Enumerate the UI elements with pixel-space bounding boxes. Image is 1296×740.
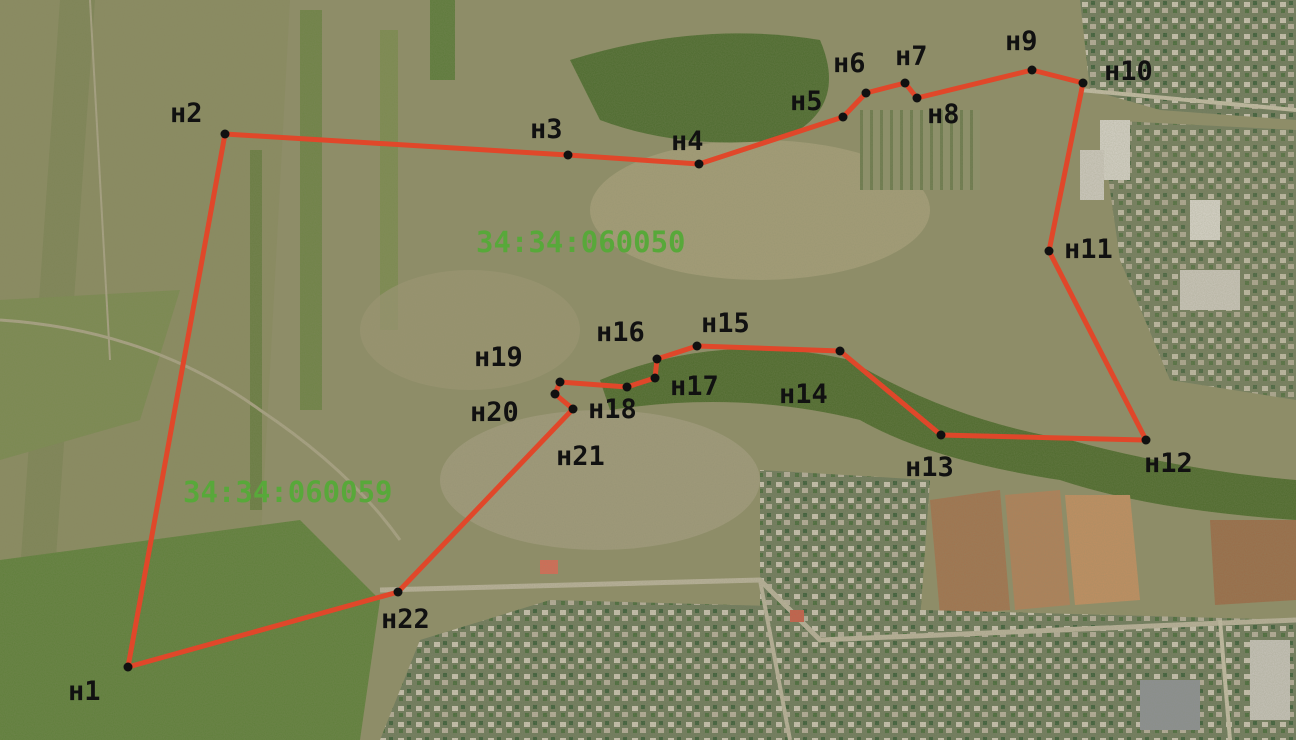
boundary-vertices (123, 65, 1151, 672)
vertex-marker-21[interactable] (568, 404, 578, 414)
vertex-label-5: н5 (790, 86, 823, 117)
vertex-marker-19[interactable] (555, 377, 565, 387)
vertex-marker-9[interactable] (1027, 65, 1037, 75)
vertex-marker-10[interactable] (1078, 78, 1088, 88)
vertex-label-10: н10 (1104, 56, 1153, 87)
vertex-marker-8[interactable] (912, 93, 922, 103)
vertex-label-6: н6 (833, 48, 866, 79)
vertex-label-4: н4 (671, 126, 704, 157)
vertex-label-13: н13 (905, 452, 954, 483)
vertex-marker-17[interactable] (650, 373, 660, 383)
vertex-label-3: н3 (530, 114, 563, 145)
vertex-marker-5[interactable] (838, 112, 848, 122)
vertex-label-14: н14 (779, 379, 828, 410)
vertex-marker-20[interactable] (550, 389, 560, 399)
vertex-label-20: н20 (470, 397, 519, 428)
vertex-marker-2[interactable] (220, 129, 230, 139)
vertex-marker-22[interactable] (393, 587, 403, 597)
vertex-label-15: н15 (701, 308, 750, 339)
vertex-marker-16[interactable] (652, 354, 662, 364)
vertex-marker-1[interactable] (123, 662, 133, 672)
vertex-label-22: н22 (381, 604, 430, 635)
cadastral-label-south: 34:34:060059 (183, 475, 393, 509)
vertex-labels: н1 н2 н3 н4 н5 н6 н7 н8 н9 н10 н11 н12 н13 н14 н15 н16 н… (68, 26, 1193, 707)
vertex-label-17: н17 (670, 371, 719, 402)
vertex-label-8: н8 (927, 99, 960, 130)
vertex-marker-11[interactable] (1044, 246, 1054, 256)
vertex-label-1: н1 (68, 676, 101, 707)
vertex-marker-13[interactable] (936, 430, 946, 440)
vertex-label-7: н7 (895, 41, 928, 72)
vertex-marker-7[interactable] (900, 78, 910, 88)
vertex-marker-3[interactable] (563, 150, 573, 160)
vertex-marker-15[interactable] (692, 341, 702, 351)
vertex-label-12: н12 (1144, 448, 1193, 479)
vertex-marker-4[interactable] (694, 159, 704, 169)
vertex-label-18: н18 (588, 394, 637, 425)
vertex-marker-6[interactable] (861, 88, 871, 98)
vertex-label-16: н16 (596, 317, 645, 348)
vertex-label-9: н9 (1005, 26, 1038, 57)
vertex-marker-14[interactable] (835, 346, 845, 356)
vertex-label-21: н21 (556, 441, 605, 472)
vertex-marker-18[interactable] (622, 382, 632, 392)
vertex-label-11: н11 (1064, 234, 1113, 265)
cadastral-label-north: 34:34:060050 (476, 225, 686, 259)
vertex-label-19: н19 (474, 342, 523, 373)
vertex-marker-12[interactable] (1141, 435, 1151, 445)
vertex-label-2: н2 (170, 98, 203, 129)
